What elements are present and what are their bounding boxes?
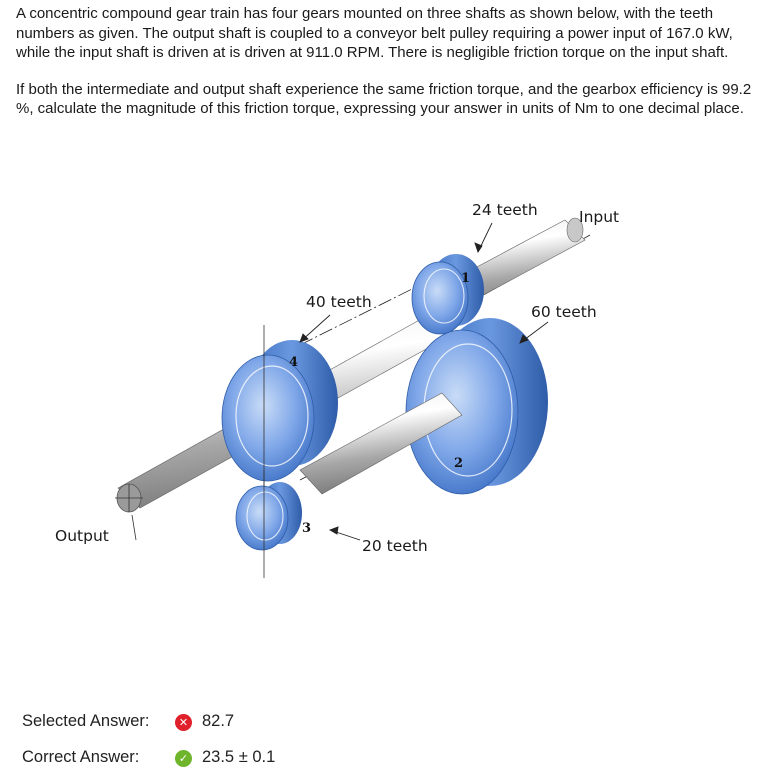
question-paragraph-2: If both the intermediate and output shaf… — [16, 80, 752, 118]
selected-answer-label: Selected Answer: — [22, 712, 150, 730]
gear-1-teeth-label: 24 teeth — [472, 201, 538, 219]
correct-answer-value: 23.5 ± 0.1 — [202, 748, 276, 766]
x-circle-icon: ✕ — [175, 714, 192, 731]
intermediate-shaft — [299, 392, 463, 495]
input-label: Input — [579, 208, 619, 226]
gear-2-teeth-label: 60 teeth — [531, 303, 597, 321]
gear-3-number: 3 — [302, 521, 311, 536]
gear-3: 3 — [235, 470, 311, 578]
question-text: A concentric compound gear train has fou… — [16, 4, 761, 136]
gear-1-number: 1 — [461, 271, 470, 286]
question-paragraph-1: A concentric compound gear train has fou… — [16, 5, 733, 61]
gear-4-number: 4 — [289, 355, 298, 370]
gear-train-diagram: 4 1 2 3 24 tee — [55, 201, 619, 578]
gear-2: 2 — [405, 318, 548, 495]
leader-arrows — [299, 222, 549, 541]
output-label: Output — [55, 527, 109, 545]
gear-2-number: 2 — [454, 456, 463, 471]
gear-1: 1 — [411, 254, 484, 335]
gear-3-teeth-label: 20 teeth — [362, 537, 428, 555]
selected-answer-value: 82.7 — [202, 712, 235, 730]
gear-4-teeth-label: 40 teeth — [306, 293, 372, 311]
gear-4: 4 — [221, 325, 338, 505]
check-circle-icon: ✓ — [175, 750, 192, 767]
correct-answer-label: Correct Answer: — [22, 748, 140, 766]
